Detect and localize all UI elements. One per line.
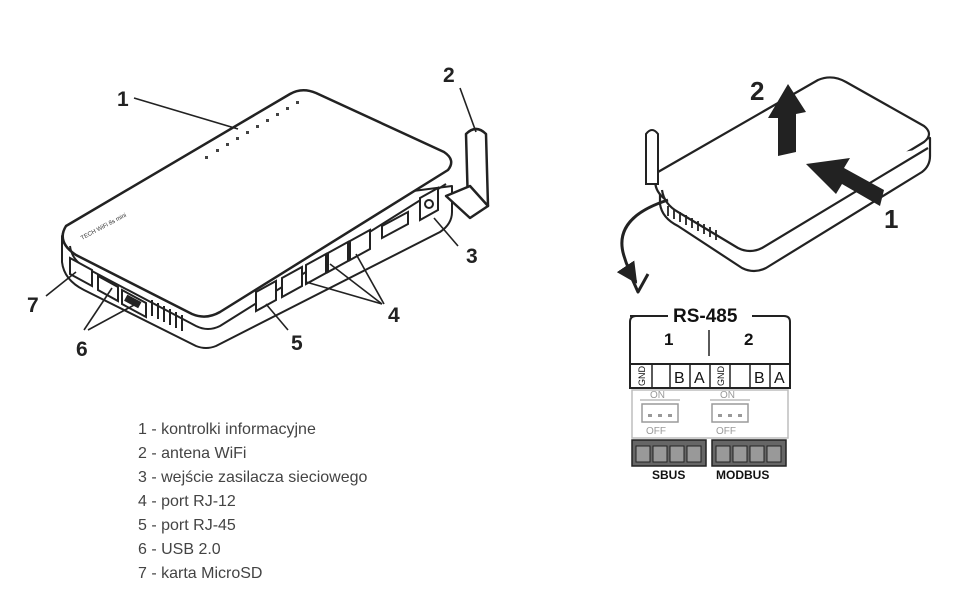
switch-on-1: ON <box>650 390 665 401</box>
device-open-antenna <box>645 129 659 185</box>
plug-sbus: SBUS <box>652 468 685 482</box>
device-main <box>61 89 453 349</box>
callout-4: 4 <box>388 304 400 327</box>
legend-item: 2 - antena WiFi <box>138 445 247 462</box>
pin-gnd-1: GND <box>637 366 647 387</box>
antenna <box>444 127 490 220</box>
usb-ports <box>97 274 147 319</box>
plug-modbus: MODBUS <box>716 468 769 482</box>
led-indicators <box>205 101 299 159</box>
rs485-block <box>629 306 791 467</box>
legend-item: 7 - karta MicroSD <box>138 565 263 582</box>
power-socket <box>419 186 439 222</box>
open-arrows <box>768 84 884 206</box>
callout-3: 3 <box>466 245 478 268</box>
callout-5: 5 <box>291 332 303 355</box>
device-open-view <box>654 76 932 273</box>
pin-b-1: B <box>674 370 685 387</box>
curved-arrow <box>616 198 669 284</box>
legend-item: 1 - kontrolki informacyjne <box>138 421 316 438</box>
legend-item: 3 - wejście zasilacza sieciowego <box>138 469 368 486</box>
rs485-group-2: 2 <box>744 330 753 349</box>
pin-a-1: A <box>694 370 705 387</box>
rj-ports <box>255 210 409 313</box>
rs485-group-1: 1 <box>664 330 673 349</box>
pin-gnd-2: GND <box>716 366 726 387</box>
microsd-slot <box>69 256 93 288</box>
callout-6: 6 <box>76 338 88 361</box>
callout-open-1: 1 <box>884 204 898 234</box>
callout-7: 7 <box>27 294 39 317</box>
switch-on-2: ON <box>720 390 735 401</box>
rs485-title: RS-485 <box>673 306 738 327</box>
pin-a-2: A <box>774 370 785 387</box>
callout-2: 2 <box>443 64 455 87</box>
device-open-vents <box>667 206 717 240</box>
vents-front <box>151 300 183 331</box>
switch-off-1: OFF <box>646 426 666 437</box>
switch-off-2: OFF <box>716 426 736 437</box>
leader-lines <box>45 87 477 331</box>
legend-item: 4 - port RJ-12 <box>138 493 236 510</box>
callout-1: 1 <box>117 88 129 111</box>
legend-item: 6 - USB 2.0 <box>138 541 221 558</box>
callout-open-2: 2 <box>750 76 764 106</box>
legend-list: 1 - kontrolki informacyjne 2 - antena Wi… <box>138 418 367 586</box>
legend-item: 5 - port RJ-45 <box>138 517 236 534</box>
pin-b-2: B <box>754 370 765 387</box>
